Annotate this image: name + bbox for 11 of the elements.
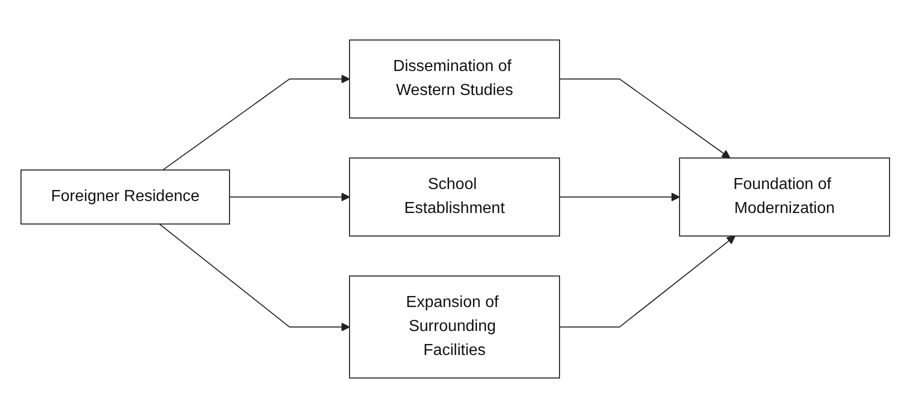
node-box: Dissemination of Western Studies	[348, 40, 560, 118]
arrow	[228, 192, 350, 202]
node-box: Expansion of Surrounding Facilities	[348, 276, 560, 378]
node-box: School Establishment	[348, 158, 560, 236]
node-box: Foreigner Residence	[20, 170, 230, 224]
arrow	[162, 74, 350, 170]
arrow	[558, 78, 730, 158]
arrow	[158, 224, 350, 332]
arrow	[558, 236, 736, 328]
arrow	[558, 192, 680, 202]
node-box: Foundation of Modernization	[678, 158, 890, 236]
